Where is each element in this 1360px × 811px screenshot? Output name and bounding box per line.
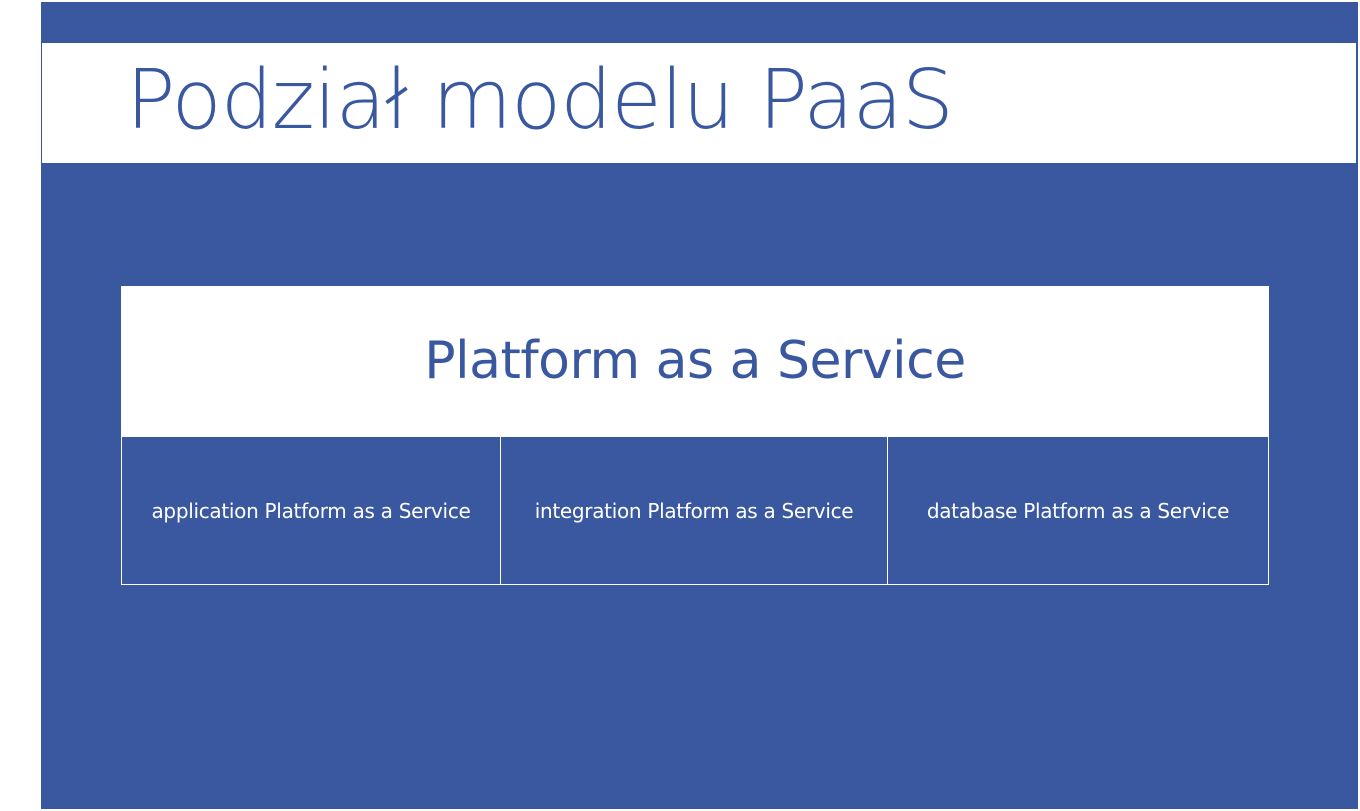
paas-diagram: Platform as a Service application Platfo…: [121, 286, 1269, 585]
child-node-label: application Platform as a Service: [151, 498, 471, 523]
root-node-label: Platform as a Service: [424, 331, 966, 391]
slide-title: Podział modelu PaaS: [126, 53, 954, 148]
root-node-box: Platform as a Service: [121, 286, 1269, 436]
child-node-apaas: application Platform as a Service: [121, 436, 501, 585]
child-node-label: database Platform as a Service: [926, 498, 1230, 523]
child-node-ipaas: integration Platform as a Service: [501, 436, 888, 585]
child-nodes-row: application Platform as a Service integr…: [121, 436, 1269, 585]
child-node-label: integration Platform as a Service: [534, 498, 854, 523]
child-node-dbpaas: database Platform as a Service: [888, 436, 1269, 585]
title-bar: Podział modelu PaaS: [41, 42, 1357, 164]
